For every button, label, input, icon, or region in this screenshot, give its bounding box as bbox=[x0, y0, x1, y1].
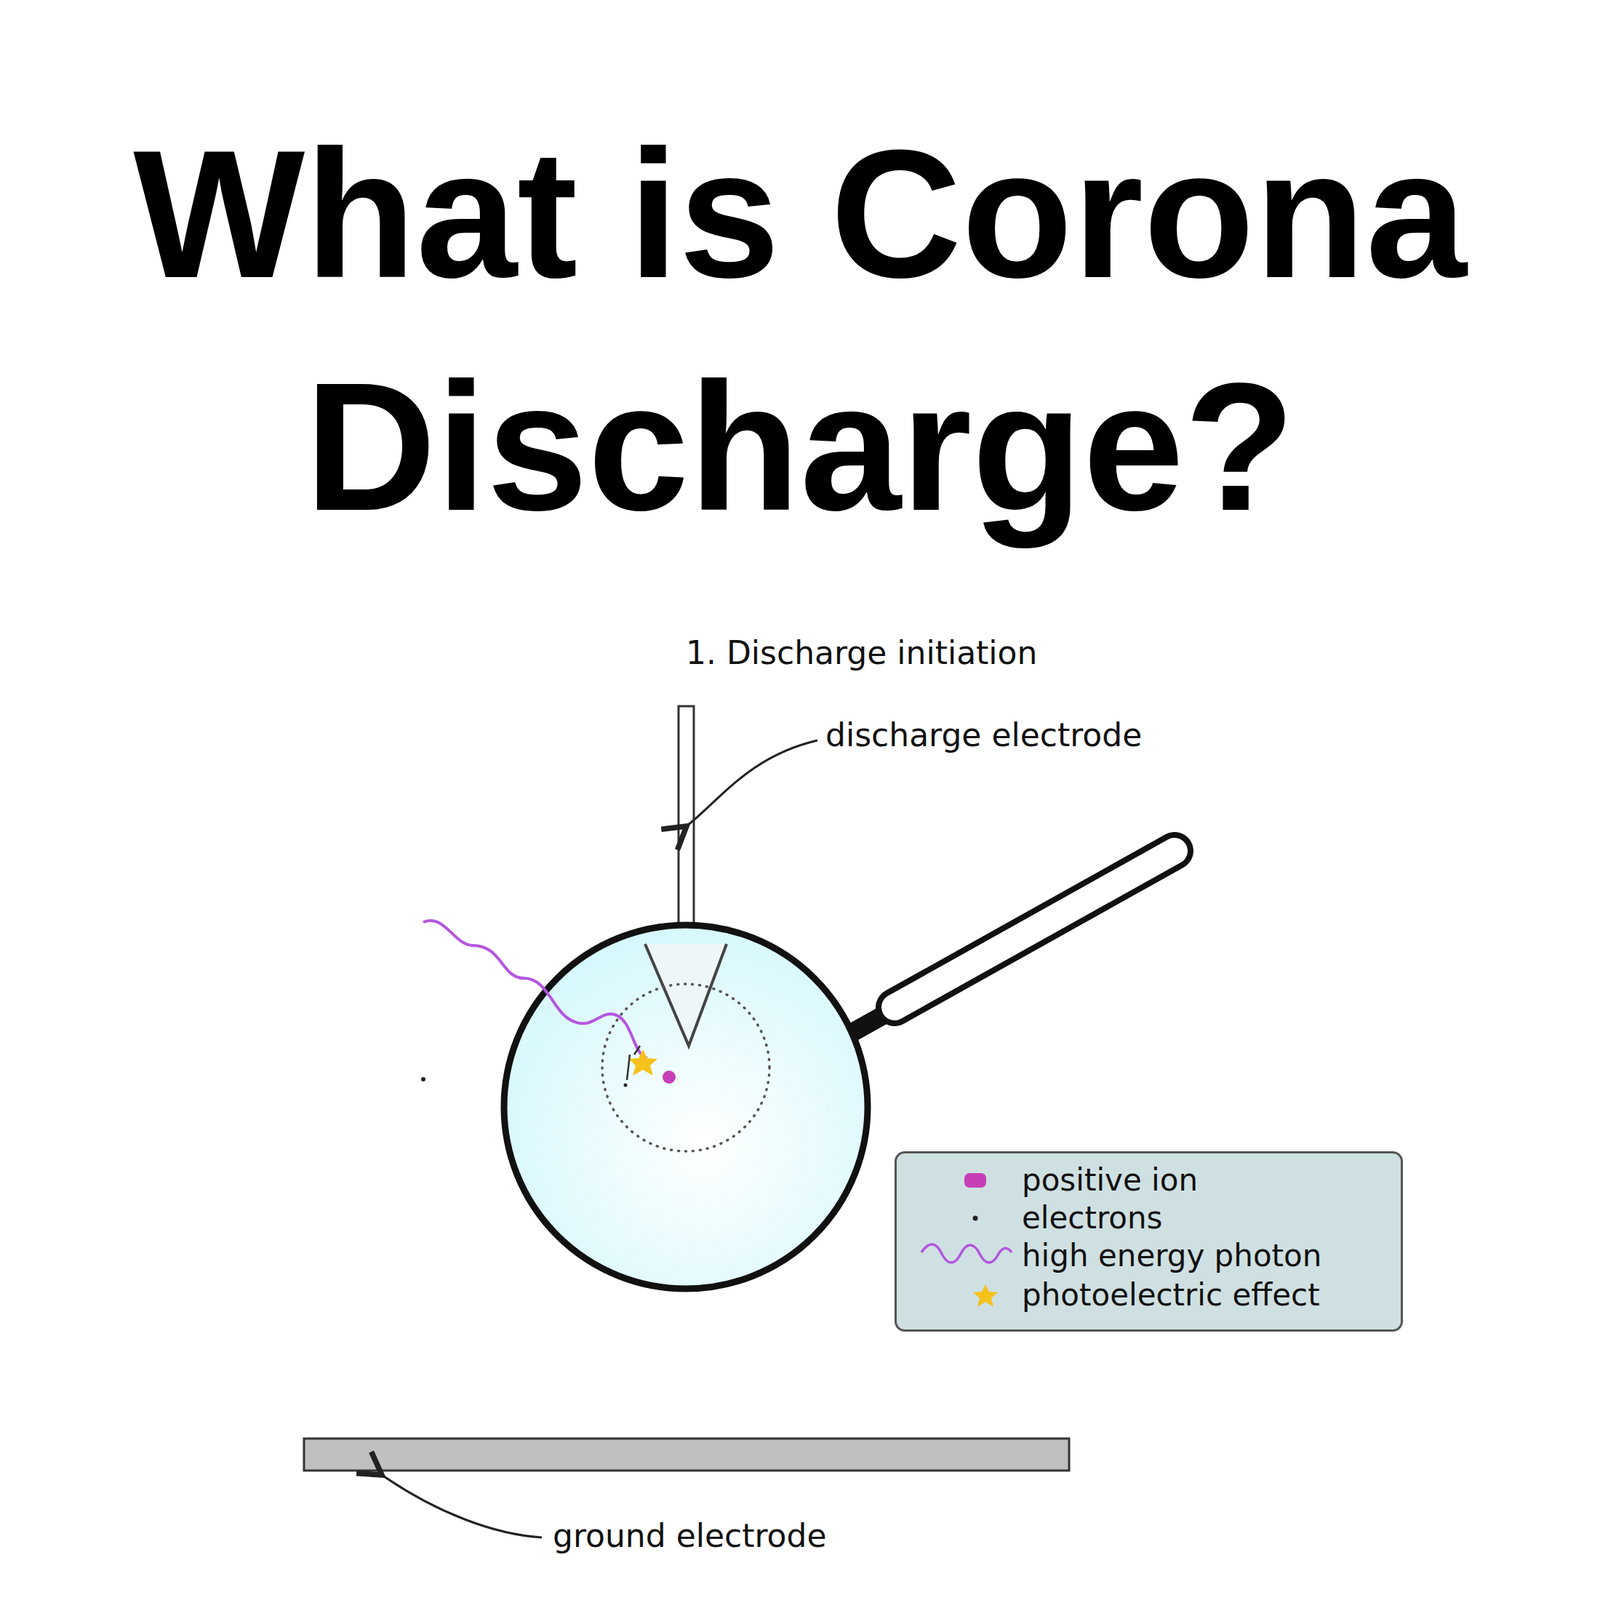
legend-text: photoelectric effect bbox=[1021, 1277, 1320, 1313]
legend-text: electrons bbox=[1021, 1200, 1163, 1236]
ionisation-zone bbox=[602, 984, 770, 1152]
legend-symbol-shape bbox=[973, 1284, 998, 1307]
legend-text: positive ion bbox=[1021, 1162, 1198, 1198]
positive-ion bbox=[662, 1070, 676, 1084]
part-label: ground electrode bbox=[552, 1517, 827, 1555]
legend-symbol bbox=[920, 1237, 1015, 1275]
photoelectric-star bbox=[628, 1049, 658, 1076]
ground-electrode bbox=[304, 1438, 1070, 1471]
electron bbox=[624, 1083, 628, 1088]
legend-swatch bbox=[964, 1173, 987, 1188]
legend-symbol-shape bbox=[921, 1244, 1012, 1263]
legend-symbol-shape bbox=[973, 1216, 979, 1222]
leader-line bbox=[686, 740, 818, 827]
legend-symbol bbox=[920, 1277, 1015, 1314]
electron-track bbox=[626, 1045, 640, 1080]
title: What is Corona Discharge? bbox=[72, 98, 1528, 564]
leader-line bbox=[381, 1474, 542, 1538]
legend-text: high energy photon bbox=[1021, 1237, 1322, 1274]
part-label: discharge electrode bbox=[825, 716, 1142, 754]
step-heading: 1. Discharge initiation bbox=[685, 634, 1038, 672]
electron bbox=[421, 1077, 426, 1082]
magnifier-handle bbox=[854, 850, 1175, 1032]
legend-symbol bbox=[920, 1200, 1015, 1237]
photon-wave bbox=[423, 920, 648, 1059]
electrode-rod bbox=[678, 706, 694, 929]
electrode-tip bbox=[645, 944, 727, 1046]
magnifier-lens bbox=[504, 925, 868, 1289]
